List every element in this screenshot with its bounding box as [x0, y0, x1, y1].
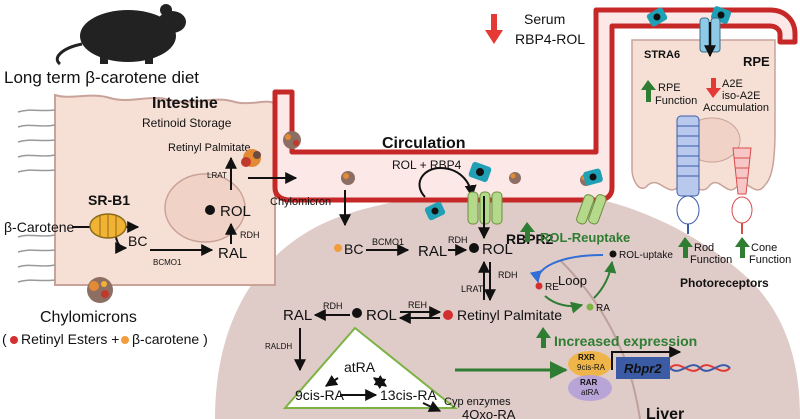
- blood-vessel: [272, 7, 798, 203]
- intestine-rdh: RDH: [240, 230, 260, 240]
- rod-function-line2: Function: [690, 254, 732, 266]
- retinoid-storage-label: Retinoid Storage: [142, 116, 232, 130]
- chylomicron-label: Chylomicron: [270, 196, 331, 208]
- liver-13cis: 13cis-RA: [380, 387, 437, 403]
- rod-photoreceptor-icon: [676, 115, 700, 234]
- retinyl-ester-dot: [10, 336, 18, 344]
- increased-expression-label: Increased expression: [554, 333, 697, 349]
- intestine-bcmo1: BCMO1: [153, 258, 182, 267]
- cone-function-line1: Cone: [751, 242, 777, 254]
- retinyl-palmitate-dot: [443, 310, 453, 320]
- rbp4-complex-icon: [424, 6, 732, 221]
- liver-rol-dot: [469, 243, 479, 253]
- chylo-legend-bc: β-carotene ): [132, 331, 208, 347]
- liver-rdh-side: RDH: [498, 270, 518, 280]
- liver-lobe-line: [559, 259, 641, 419]
- liver-rol2: ROL: [366, 307, 397, 324]
- liver-bc: BC: [344, 241, 363, 257]
- liver-ral: RAL: [418, 243, 447, 260]
- re-dot: [535, 282, 543, 290]
- dna-icon: [669, 364, 731, 372]
- liver-oxo: 4Oxo-RA: [462, 407, 516, 419]
- chylomicron-icon: [87, 277, 113, 303]
- rpe-function-line2: Function: [655, 95, 697, 107]
- mouse-caption: Long term β-carotene diet: [4, 68, 199, 87]
- up-green-arrow-icon: [641, 80, 656, 102]
- sr-b1-label: SR-B1: [88, 192, 130, 208]
- rol-reuptake-label: ROL-Reuptake: [540, 230, 630, 245]
- intestine-bc: BC: [128, 233, 147, 249]
- liver-bcmo1: BCMO1: [372, 237, 404, 247]
- intestine-rol: ROL: [220, 203, 251, 220]
- chylomicrons-title: Chylomicrons: [40, 309, 137, 326]
- down-arrow-icon: [485, 14, 503, 44]
- liver-9cis: 9cis-RA: [295, 387, 345, 403]
- liver-cyp: Cyp enzymes: [444, 396, 511, 408]
- chylo-legend-open: (: [2, 331, 7, 347]
- ra-isomer-triangle: [282, 326, 458, 409]
- liver-rdh-top: RDH: [448, 235, 468, 245]
- intestine-lrat: LRAT: [207, 171, 227, 180]
- re-label: RE: [545, 282, 559, 293]
- rar-ligand: atRA: [581, 388, 599, 397]
- rar-label: RAR: [580, 378, 598, 387]
- sr-b1-transporter-icon: [89, 213, 127, 239]
- rol-uptake-label: ROL-uptake: [619, 250, 673, 261]
- beta-carotene-dot: [121, 336, 129, 344]
- up-green-arrow-icon: [678, 237, 750, 258]
- rol-dot: [205, 205, 215, 215]
- intestine-title: Intestine: [152, 95, 218, 112]
- nuclear-receptor-icon: [568, 351, 612, 401]
- a2e-label: A2E: [722, 78, 743, 90]
- photoreceptors-label: Photoreceptors: [680, 276, 769, 290]
- ra-label: RA: [596, 303, 610, 314]
- rxr-ligand: 9cis-RA: [577, 363, 606, 372]
- liver-atra: atRA: [344, 359, 376, 375]
- intestine-ral: RAL: [218, 245, 247, 262]
- beta-carotene-label: β-Carotene: [4, 219, 75, 235]
- serum-rbp4-label: RBP4-ROL: [515, 31, 585, 47]
- rbpr2-gene-label: Rbpr2: [624, 361, 662, 376]
- liver-title: Liver: [646, 406, 684, 419]
- intestine-retinyl-palmitate: Retinyl Palmitate: [168, 142, 251, 154]
- rpe-title: RPE: [743, 54, 770, 69]
- loop-label: Loop: [558, 273, 587, 288]
- rod-function-line1: Rod: [694, 242, 714, 254]
- down-red-arrow-icon: [706, 78, 721, 98]
- cone-photoreceptor-icon: [731, 147, 753, 234]
- accumulation-label: Accumulation: [703, 102, 769, 114]
- rol-uptake-dot: [609, 250, 617, 258]
- liver-ral2: RAL: [283, 307, 312, 324]
- stra6-label: STRA6: [644, 49, 680, 61]
- liver-bc-dot: [334, 244, 342, 252]
- liver-rol2-dot: [352, 308, 362, 318]
- liver-shape: [215, 190, 800, 419]
- liver-rdh2: RDH: [323, 301, 343, 311]
- circulation-title: Circulation: [382, 135, 466, 152]
- fat-droplet-icon: [241, 149, 261, 167]
- liver-reh: REH: [408, 300, 427, 310]
- liver-retinyl-palmitate: Retinyl Palmitate: [457, 307, 562, 323]
- rbpr2-gene-box: [616, 357, 670, 379]
- liver-rol: ROL: [482, 241, 513, 258]
- serum-label: Serum: [524, 11, 565, 27]
- chylo-legend-re: Retinyl Esters +: [21, 331, 119, 347]
- chylomicron-particle-icon: [283, 131, 592, 186]
- up-green-arrow-icon: [520, 222, 535, 242]
- liver-lrat: LRAT: [461, 284, 484, 294]
- mouse-icon: [55, 4, 186, 66]
- cone-function-line2: Function: [749, 254, 791, 266]
- ra-dot: [586, 303, 594, 311]
- rbpr2-receptor-icon: [467, 191, 607, 225]
- rpe-function-line1: RPE: [658, 82, 681, 94]
- rxr-label: RXR: [578, 353, 595, 362]
- up-green-arrow-icon: [536, 327, 551, 348]
- iso-a2e-label: iso-A2E: [722, 90, 761, 102]
- liver-raldh: RALDH: [265, 342, 292, 351]
- stra6-receptor-icon: [699, 17, 721, 58]
